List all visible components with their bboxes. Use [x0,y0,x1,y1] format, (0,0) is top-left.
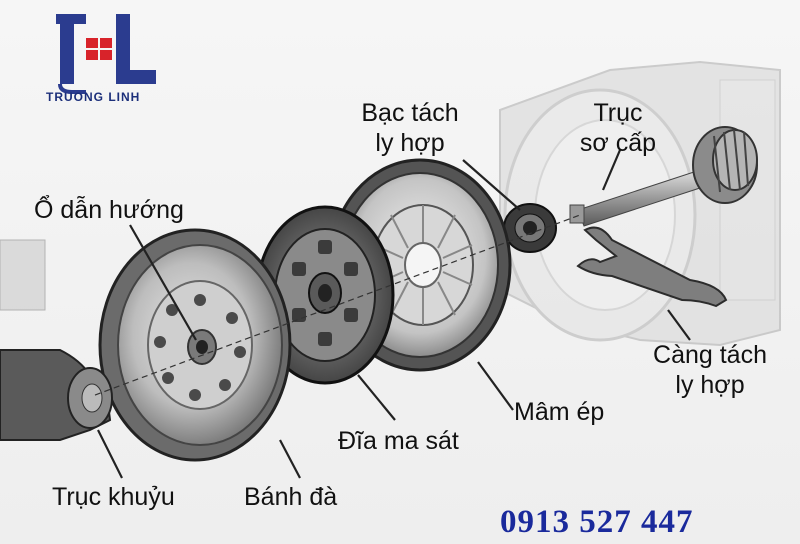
label-release-bearing: Bạc tách ly hợp [345,98,475,158]
leader-lines [97,149,691,479]
label-crankshaft: Trục khuỷu [52,483,175,511]
label-input-shaft-line1: Trục [593,99,643,127]
label-release-fork-line2: ly hợp [675,371,745,399]
label-release-bearing-line2: ly hợp [375,129,445,157]
contact-phone: 0913 527 447 [500,504,694,540]
label-flywheel: Bánh đà [244,483,338,511]
label-clutch-disc: Đĩa ma sát [338,427,459,455]
label-release-fork-line1: Càng tách [653,341,767,369]
release-fork [576,226,728,308]
label-input-shaft-line2: sơ cấp [579,129,657,157]
flywheel [98,228,292,462]
input-shaft-gear [692,126,758,204]
release-bearing [503,203,557,253]
label-release-bearing-line1: Bạc tách [361,99,459,127]
label-input-shaft: Trục sơ cấp [568,98,668,158]
label-pressure-plate: Mâm ép [514,398,605,426]
truong-linh-logo [56,14,156,94]
label-release-fork: Càng tách ly hợp [630,340,790,400]
assembly-axis [94,214,581,396]
input-shaft [569,126,758,227]
logo-brand-text: TRUONG LINH [46,90,141,104]
crankshaft [0,239,113,441]
label-pilot-bearing: Ổ dẫn hướng [34,196,184,224]
